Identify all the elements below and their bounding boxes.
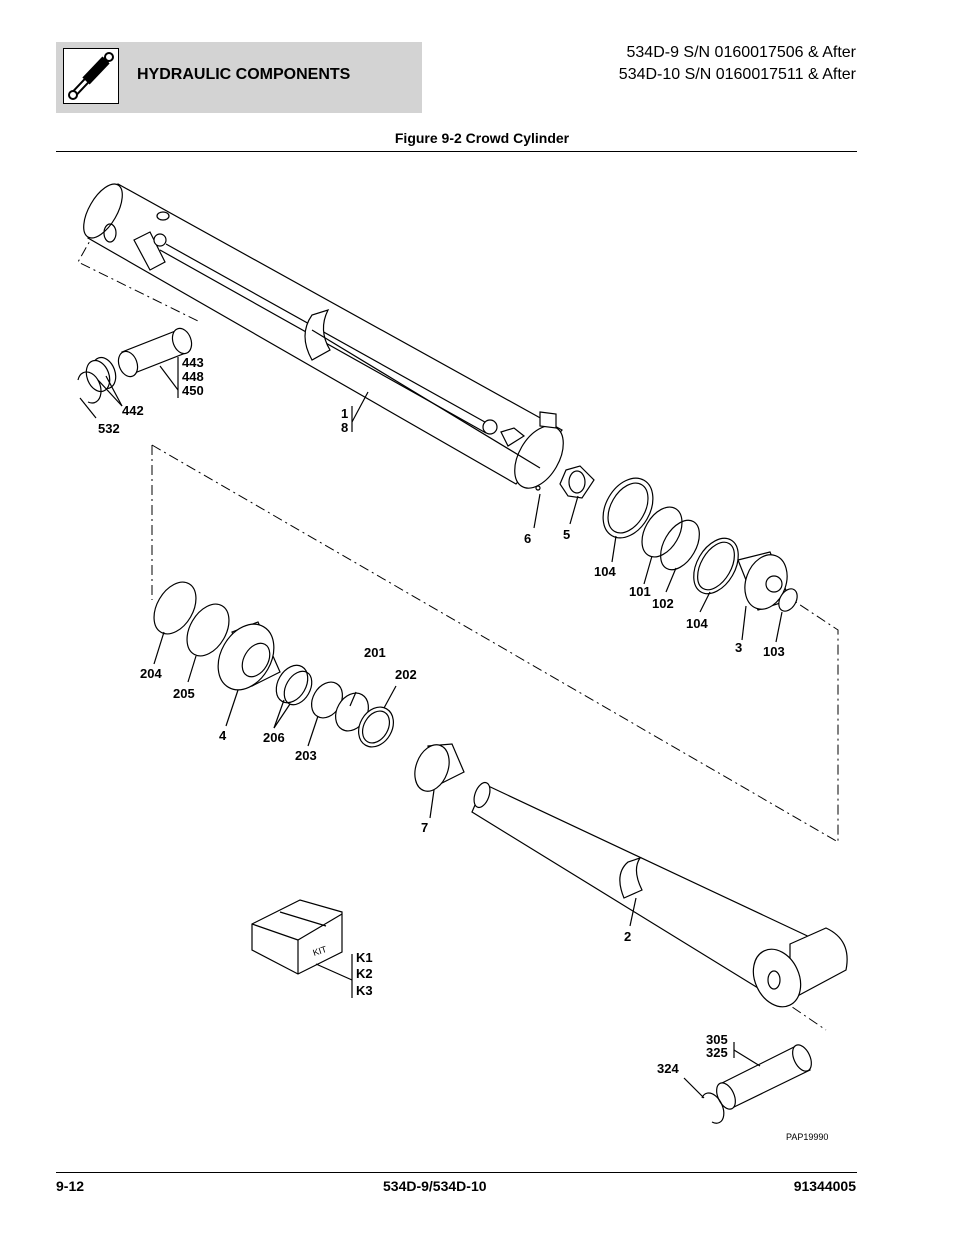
footer-part-number: 91344005 <box>793 1178 856 1194</box>
cylinder-rod <box>471 781 848 1008</box>
piston-seals <box>602 477 798 612</box>
callout-532: 532 <box>98 421 120 436</box>
serial-range: 534D-9 S/N 0160017506 & After 534D-10 S/… <box>619 42 856 86</box>
rod-pin <box>701 1044 812 1124</box>
callout-7: 7 <box>421 820 428 835</box>
callout-325: 325 <box>706 1045 728 1060</box>
callout-103: 103 <box>763 644 785 659</box>
kit-box: KIT <box>251 899 343 975</box>
footer-model: 534D-9/534D-10 <box>383 1178 487 1194</box>
callout-202: 202 <box>395 667 417 682</box>
callout-8: 8 <box>341 420 348 435</box>
callout-324: 324 <box>657 1061 679 1076</box>
cylinder-barrel <box>83 183 564 491</box>
piston-nut <box>559 465 595 499</box>
callout-labels: 443 448 450 442 532 1 8 6 5 104 101 102 … <box>98 355 828 1142</box>
callout-305: 305 <box>706 1032 728 1047</box>
callout-k3: K3 <box>356 983 373 998</box>
callout-4: 4 <box>219 728 227 743</box>
callout-104-outer: 104 <box>594 564 616 579</box>
callout-2: 2 <box>624 929 631 944</box>
header-divider <box>56 151 857 152</box>
wear-ring <box>414 743 465 792</box>
serial-line-2: 534D-10 S/N 0160017511 & After <box>618 66 856 83</box>
kit-box-label: KIT <box>312 944 329 958</box>
callout-k2: K2 <box>356 966 373 981</box>
callout-204: 204 <box>140 666 162 681</box>
footer-divider <box>56 1172 857 1173</box>
barrel-pin <box>77 327 193 404</box>
callout-442: 442 <box>122 403 144 418</box>
callout-205: 205 <box>173 686 195 701</box>
callout-450: 450 <box>182 383 204 398</box>
figure-title: Figure 9-2 Crowd Cylinder <box>394 130 570 146</box>
callout-443: 443 <box>182 355 204 370</box>
callout-102: 102 <box>652 596 674 611</box>
callout-203: 203 <box>295 748 317 763</box>
callout-104-inner: 104 <box>686 616 708 631</box>
callout-101: 101 <box>629 584 651 599</box>
figure-reference-code: PAP19990 <box>786 1132 828 1142</box>
section-header: HYDRAULIC COMPONENTS <box>56 42 422 113</box>
cylinder-head-seals <box>153 581 394 748</box>
assembly-centerlines <box>77 229 839 1031</box>
callout-1: 1 <box>341 406 348 421</box>
serial-line-1: 534D-9 S/N 0160017506 & After <box>626 44 857 61</box>
leader-lines <box>79 357 783 1099</box>
callout-206: 206 <box>263 730 285 745</box>
section-title: HYDRAULIC COMPONENTS <box>137 66 351 83</box>
callout-5: 5 <box>563 527 570 542</box>
hydraulic-cylinder-icon <box>63 48 119 104</box>
callout-3: 3 <box>735 640 742 655</box>
callout-6: 6 <box>524 531 531 546</box>
page-number: 9-12 <box>56 1178 85 1194</box>
callout-448: 448 <box>182 369 204 384</box>
callout-k1: K1 <box>356 950 373 965</box>
callout-201: 201 <box>364 645 386 660</box>
